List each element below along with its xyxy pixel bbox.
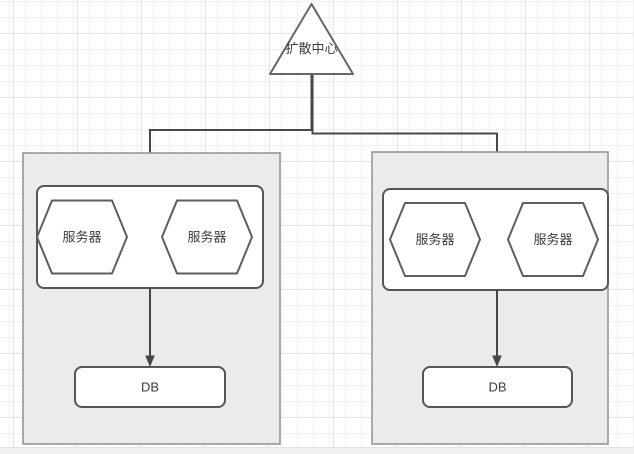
cluster-left: 服务器 服务器 DB (22, 152, 281, 445)
connector-left-group-to-db[interactable] (145, 288, 155, 367)
server-node-left-2[interactable] (161, 199, 253, 275)
arrowhead-icon (145, 355, 155, 367)
db-node-left[interactable] (74, 366, 226, 408)
server-label: 服务器 (62, 230, 101, 245)
server-label: 服务器 (415, 232, 454, 247)
server-label: 服务器 (533, 232, 572, 247)
root-node-label: 扩散中心 (285, 41, 337, 56)
root-node-triangle[interactable] (269, 3, 354, 75)
server-node-right-2[interactable] (507, 202, 599, 277)
arrowhead-icon (492, 355, 502, 367)
root-node: 扩散中心 (269, 3, 354, 75)
connector-right-group-to-db[interactable] (492, 290, 502, 367)
db-node-right[interactable] (422, 366, 573, 408)
server-node-right-1[interactable] (389, 202, 481, 277)
cluster-right: 服务器 服务器 DB (371, 151, 609, 445)
server-label: 服务器 (187, 230, 226, 245)
db-label: DB (141, 380, 159, 395)
bottom-strip (0, 447, 634, 454)
db-label: DB (488, 380, 506, 395)
server-node-left-1[interactable] (36, 199, 128, 275)
